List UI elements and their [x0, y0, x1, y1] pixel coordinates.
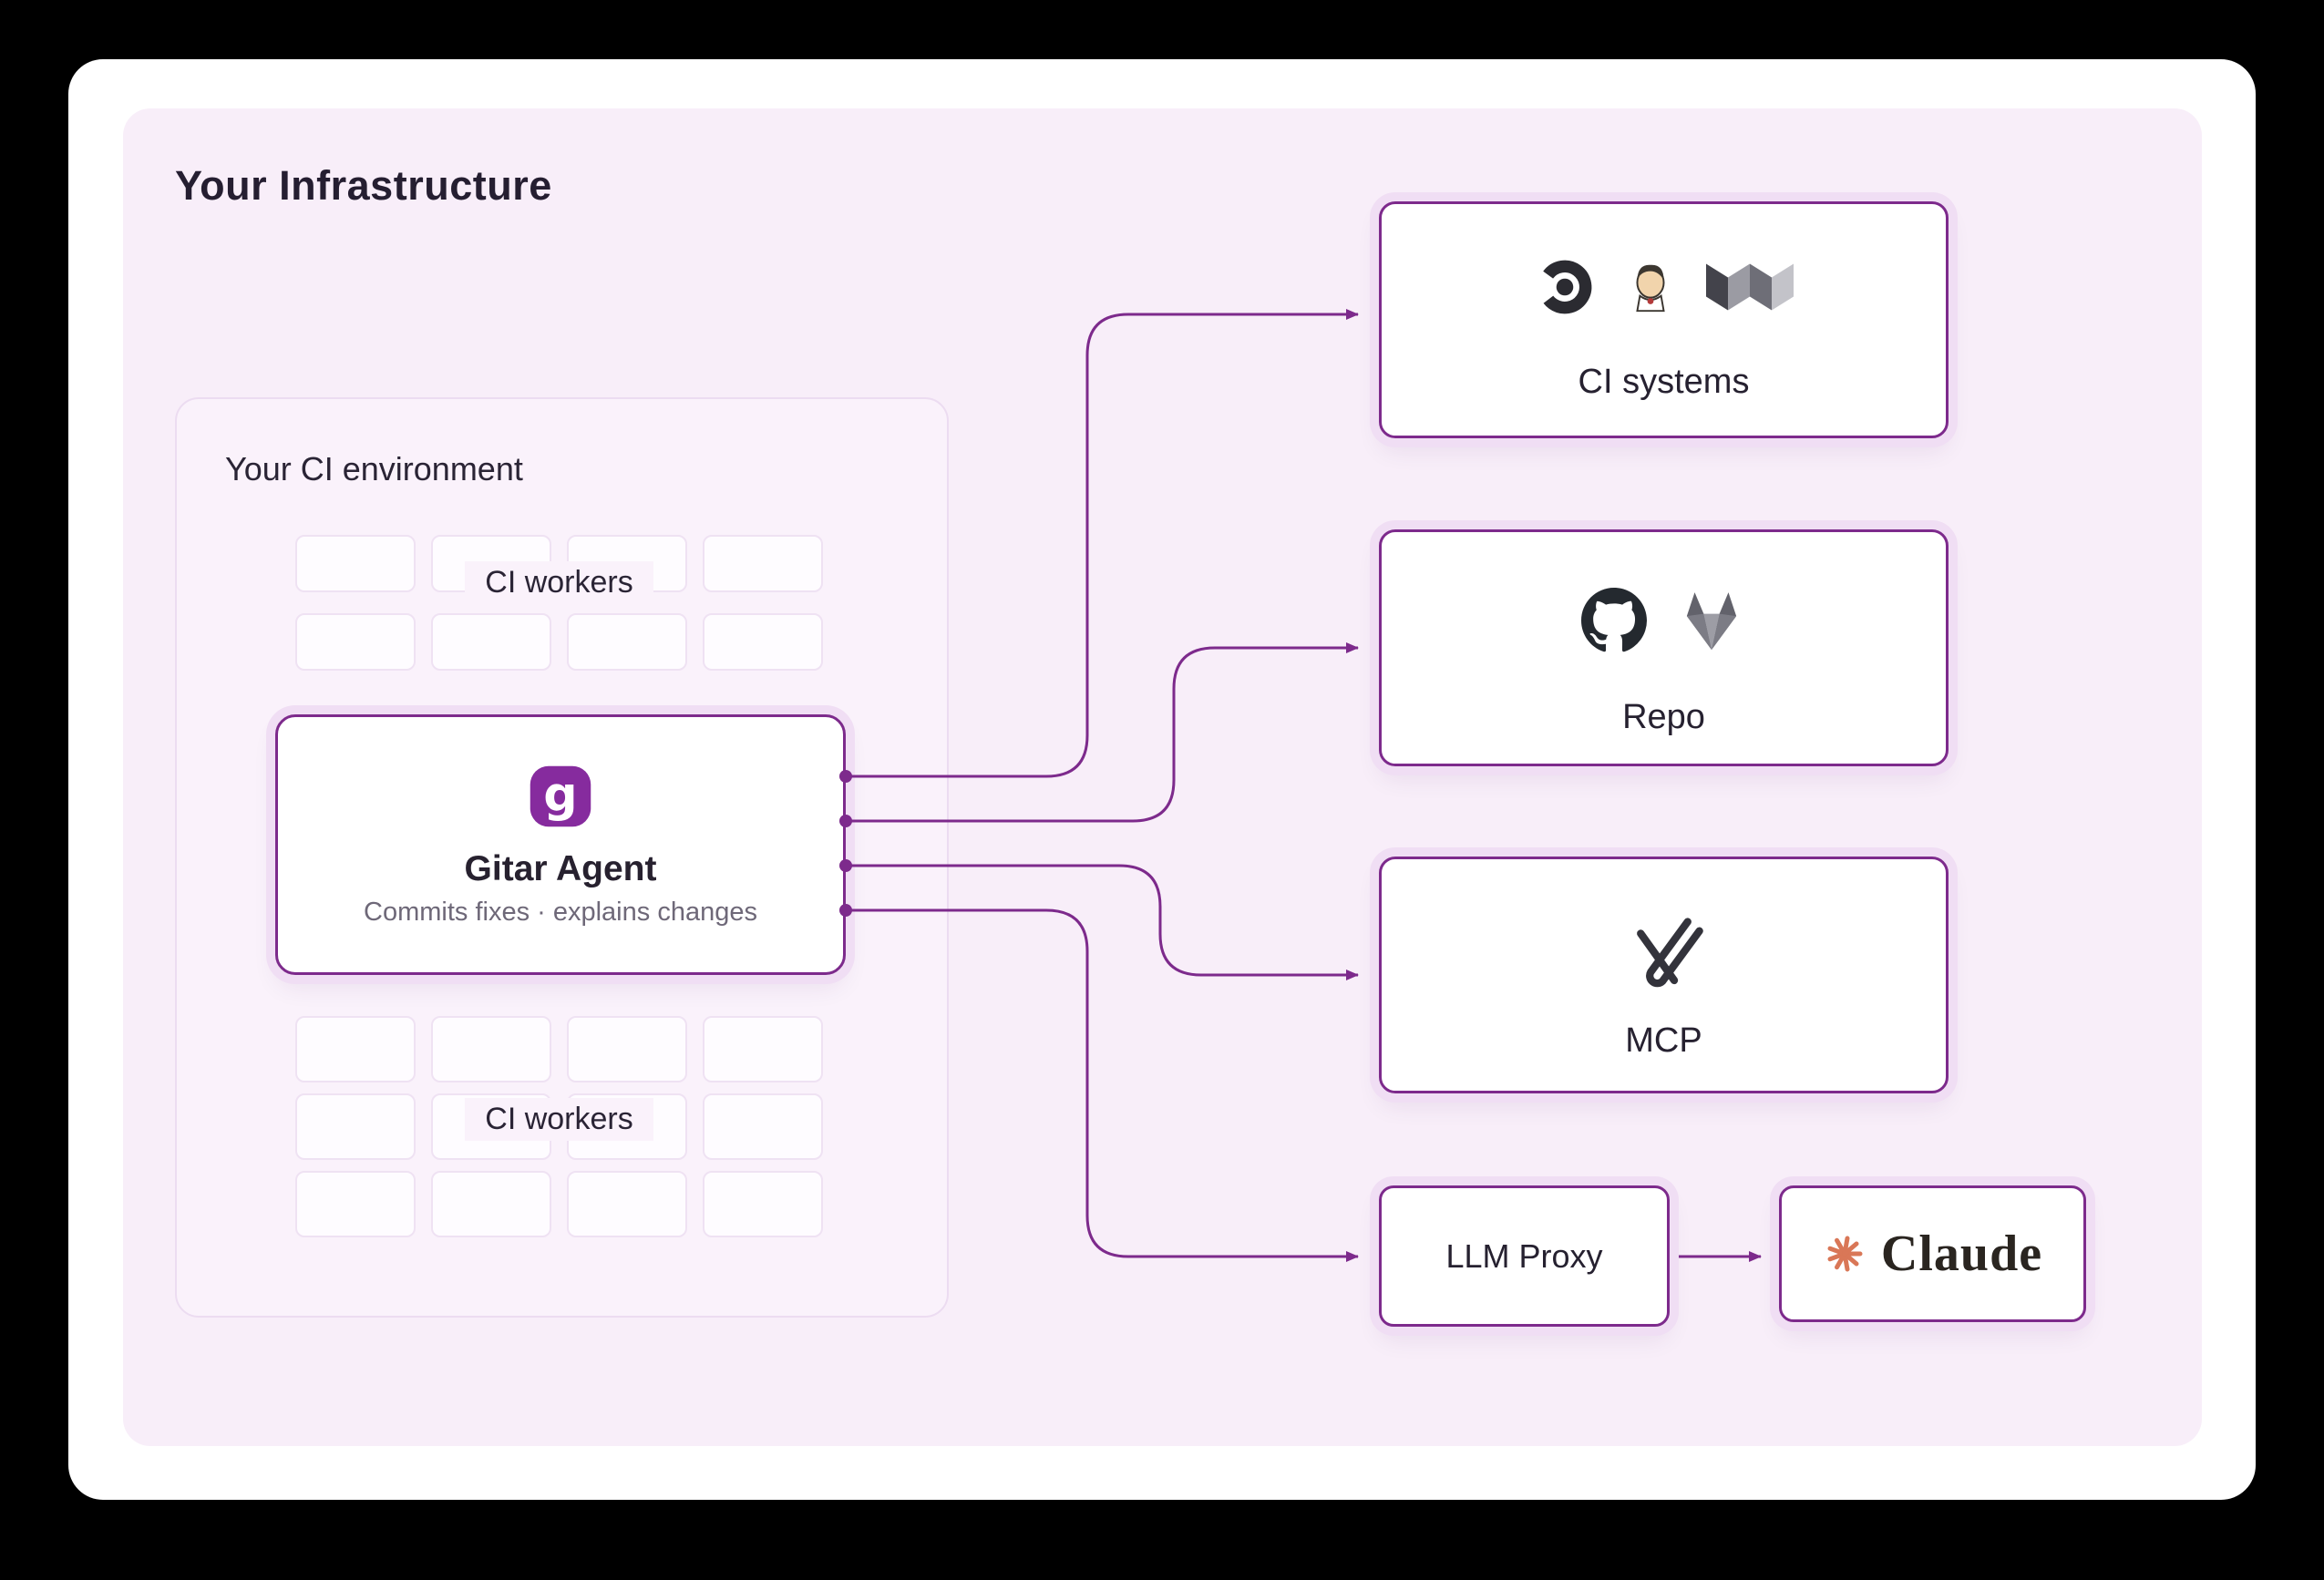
ci-workers-label-top-wrap: CI workers — [295, 561, 823, 604]
ci-systems-box: CI systems — [1379, 201, 1949, 438]
gitar-agent-name: Gitar Agent — [464, 849, 657, 889]
buildkite-icon — [1705, 263, 1794, 311]
ci-worker-cell — [295, 535, 416, 592]
ci-workers-label-bottom: CI workers — [465, 1098, 653, 1141]
ci-worker-cell — [295, 1093, 416, 1160]
ci-worker-cell — [703, 1016, 823, 1082]
ci-worker-cell — [703, 535, 823, 592]
svg-text:g: g — [543, 768, 577, 823]
mcp-box: MCP — [1379, 857, 1949, 1093]
mcp-icon — [1636, 918, 1703, 988]
circleci-icon — [1537, 260, 1591, 314]
claude-wordmark: Claude — [1880, 1226, 2043, 1282]
ci-worker-cell — [703, 1093, 823, 1160]
gitlab-icon — [1686, 592, 1736, 651]
gitar-logo-icon: g — [530, 765, 591, 827]
claude-asterisk-icon — [1827, 1236, 1863, 1272]
ci-worker-cell — [295, 613, 416, 671]
mcp-icon-row — [1622, 907, 1706, 990]
ci-worker-cell — [295, 1171, 416, 1237]
gitar-agent-box: g Gitar Agent Commits fixes · explains c… — [275, 714, 846, 975]
ci-systems-label: CI systems — [1578, 363, 1750, 401]
infrastructure-title: Your Infrastructure — [175, 162, 552, 209]
ci-workers-label-bottom-wrap: CI workers — [295, 1098, 823, 1141]
repo-label: Repo — [1622, 698, 1705, 736]
mcp-label: MCP — [1625, 1021, 1702, 1060]
ci-environment-title: Your CI environment — [225, 450, 523, 487]
repo-icon-row — [1580, 587, 1748, 654]
jenkins-icon — [1635, 264, 1665, 313]
claude-logo-row: Claude — [1823, 1225, 2042, 1283]
ci-workers-label-top: CI workers — [465, 561, 653, 604]
ci-worker-cell — [431, 1016, 551, 1082]
ci-worker-cell — [567, 613, 687, 671]
ci-worker-cell — [431, 1171, 551, 1237]
ci-worker-cell — [703, 613, 823, 671]
ci-worker-cell — [567, 1171, 687, 1237]
ci-worker-cell — [567, 1016, 687, 1082]
ci-worker-cell — [703, 1171, 823, 1237]
repo-box: Repo — [1379, 529, 1949, 766]
gitar-agent-subtitle: Commits fixes · explains changes — [364, 897, 757, 927]
github-icon — [1580, 588, 1647, 652]
ci-worker-cell — [295, 1016, 416, 1082]
ci-worker-cell — [431, 613, 551, 671]
claude-box: Claude — [1779, 1185, 2086, 1322]
ci-systems-icon-row — [1535, 257, 1794, 317]
llm-proxy-box: LLM Proxy — [1379, 1185, 1670, 1327]
llm-proxy-label: LLM Proxy — [1445, 1236, 1603, 1275]
